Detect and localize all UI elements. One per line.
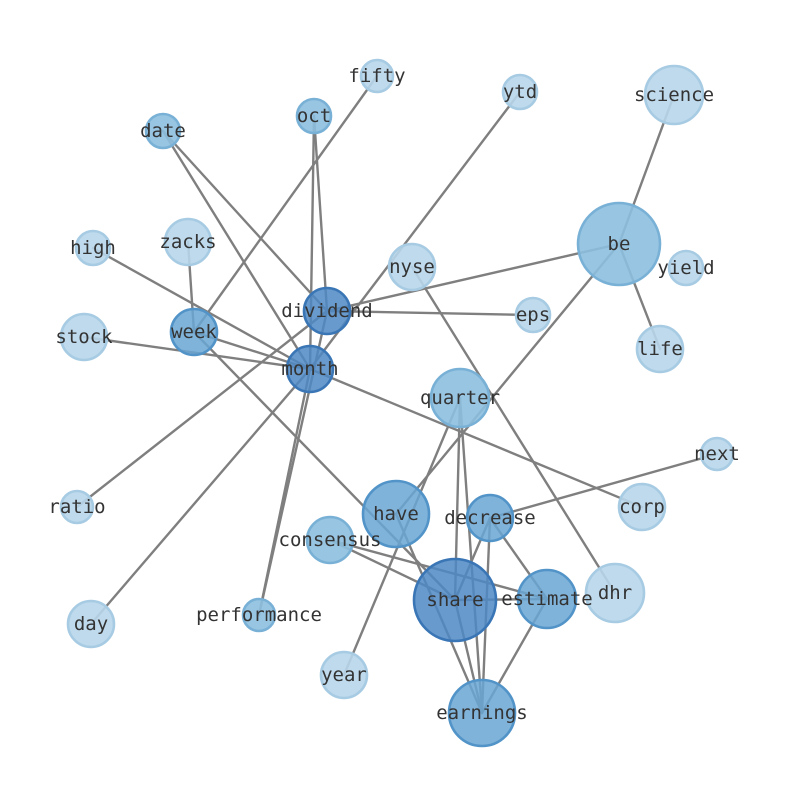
node-yield[interactable] <box>667 249 705 287</box>
edge-date-dividend <box>161 129 329 313</box>
edge-next-decrease <box>488 452 719 520</box>
node-label-nyse: nyse <box>389 256 435 278</box>
node-label-day: day <box>74 613 108 635</box>
edge-dividend-ratio <box>75 309 329 509</box>
edge-be-have <box>394 242 621 516</box>
node-label-have: have <box>373 503 419 525</box>
node-label-decrease: decrease <box>444 507 536 529</box>
edge-date-month <box>161 129 312 371</box>
node-label-eps: eps <box>516 304 550 326</box>
node-label-ratio: ratio <box>48 496 105 518</box>
node-share[interactable] <box>412 557 498 643</box>
node-label-week: week <box>171 321 217 343</box>
node-ratio[interactable] <box>59 489 95 525</box>
edge-high-month <box>91 246 312 371</box>
edge-fifty-week <box>192 74 379 334</box>
node-label-month: month <box>281 358 338 380</box>
node-label-zacks: zacks <box>159 231 216 253</box>
node-label-high: high <box>70 237 116 259</box>
node-ytd[interactable] <box>501 73 539 111</box>
node-label-fifty: fifty <box>348 65 405 87</box>
node-date[interactable] <box>144 112 182 150</box>
node-label-corp: corp <box>619 496 665 518</box>
node-performance[interactable] <box>241 597 277 633</box>
node-label-life: life <box>637 338 683 360</box>
node-label-share: share <box>426 589 483 611</box>
node-next[interactable] <box>699 436 735 472</box>
node-have[interactable] <box>361 479 431 549</box>
node-stock[interactable] <box>59 312 109 362</box>
node-be[interactable] <box>576 201 662 287</box>
node-label-ytd: ytd <box>503 81 537 103</box>
node-decrease[interactable] <box>465 493 515 543</box>
node-consensus[interactable] <box>305 515 355 565</box>
node-month[interactable] <box>285 344 335 394</box>
edge-oct-dividend <box>312 114 329 313</box>
node-label-next: next <box>694 443 740 465</box>
node-label-dividend: dividend <box>281 300 373 322</box>
node-label-quarter: quarter <box>420 387 500 409</box>
node-label-oct: oct <box>297 105 331 127</box>
edge-quarter-earnings <box>458 396 484 715</box>
node-label-stock: stock <box>55 326 113 348</box>
node-year[interactable] <box>319 650 369 700</box>
edge-nyse-dhr <box>410 265 617 595</box>
node-fifty[interactable] <box>359 58 395 94</box>
node-label-earnings: earnings <box>436 702 528 724</box>
node-label-consensus: consensus <box>279 529 382 551</box>
node-label-performance: performance <box>196 604 322 626</box>
node-label-dhr: dhr <box>598 582 632 604</box>
edge-month-corp <box>308 367 644 509</box>
node-dhr[interactable] <box>584 562 646 624</box>
node-nyse[interactable] <box>387 242 437 292</box>
node-label-year: year <box>321 664 367 686</box>
edge-month-day <box>89 367 312 626</box>
edge-be-dividend <box>325 242 621 313</box>
node-oct[interactable] <box>295 97 333 135</box>
node-life[interactable] <box>635 324 685 374</box>
node-label-be: be <box>608 233 631 255</box>
node-label-yield: yield <box>657 257 714 279</box>
node-layer <box>59 58 735 748</box>
node-label-estimate: estimate <box>501 588 593 610</box>
edge-week-share <box>192 330 457 602</box>
node-day[interactable] <box>66 599 116 649</box>
node-week[interactable] <box>169 307 219 357</box>
node-dividend[interactable] <box>302 286 352 336</box>
node-label-science: science <box>634 84 714 106</box>
node-corp[interactable] <box>617 482 667 532</box>
node-science[interactable] <box>643 64 705 126</box>
node-earnings[interactable] <box>447 678 517 748</box>
node-zacks[interactable] <box>163 217 213 267</box>
node-eps[interactable] <box>514 296 552 334</box>
label-layer: fifty ytd science oct date zacks high nyse be yie… <box>48 65 739 724</box>
node-estimate[interactable] <box>516 568 578 630</box>
edge-month-performance <box>257 367 312 617</box>
edge-dividend-eps <box>325 309 535 317</box>
node-quarter[interactable] <box>429 367 491 429</box>
node-high[interactable] <box>74 229 112 267</box>
node-label-date: date <box>140 120 186 142</box>
